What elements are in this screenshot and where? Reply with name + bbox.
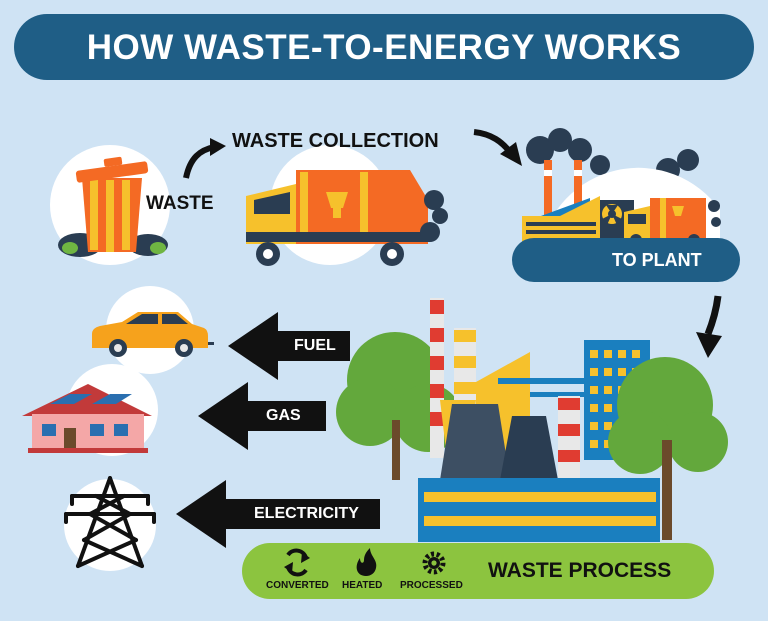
arrow-to-collection-icon — [183, 138, 226, 179]
power-pylon-icon — [64, 476, 156, 571]
arrow-to-plant-icon — [473, 129, 522, 166]
waste-label: WASTE — [146, 193, 214, 214]
waste-process-label: WASTE PROCESS — [488, 559, 672, 582]
small-plant-icon — [512, 128, 740, 282]
house-icon — [22, 364, 158, 456]
arrow-fuel-icon — [228, 312, 350, 380]
to-plant-label: TO PLANT — [612, 250, 702, 270]
heated-label: HEATED — [342, 580, 383, 591]
gas-label: GAS — [266, 407, 301, 424]
processed-label: PROCESSED — [400, 580, 463, 591]
trash-bin-icon — [50, 145, 170, 265]
power-plant-icon — [336, 298, 728, 542]
gear-icon — [422, 551, 446, 575]
waste-collection-label: WASTE COLLECTION — [232, 130, 439, 152]
arrow-to-process-icon — [696, 295, 722, 358]
car-icon — [92, 286, 214, 374]
page-title: HOW WASTE-TO-ENERGY WORKS — [86, 28, 682, 67]
arrow-electricity-icon — [176, 480, 380, 548]
garbage-truck-icon — [246, 145, 448, 266]
process-bar — [242, 543, 714, 599]
title-banner — [14, 14, 754, 80]
arrow-gas-icon — [198, 382, 326, 450]
converted-label: CONVERTED — [266, 580, 329, 591]
electricity-label: ELECTRICITY — [254, 505, 359, 522]
fuel-label: FUEL — [294, 337, 336, 354]
converted-icon — [284, 548, 310, 577]
flame-icon — [356, 548, 377, 576]
